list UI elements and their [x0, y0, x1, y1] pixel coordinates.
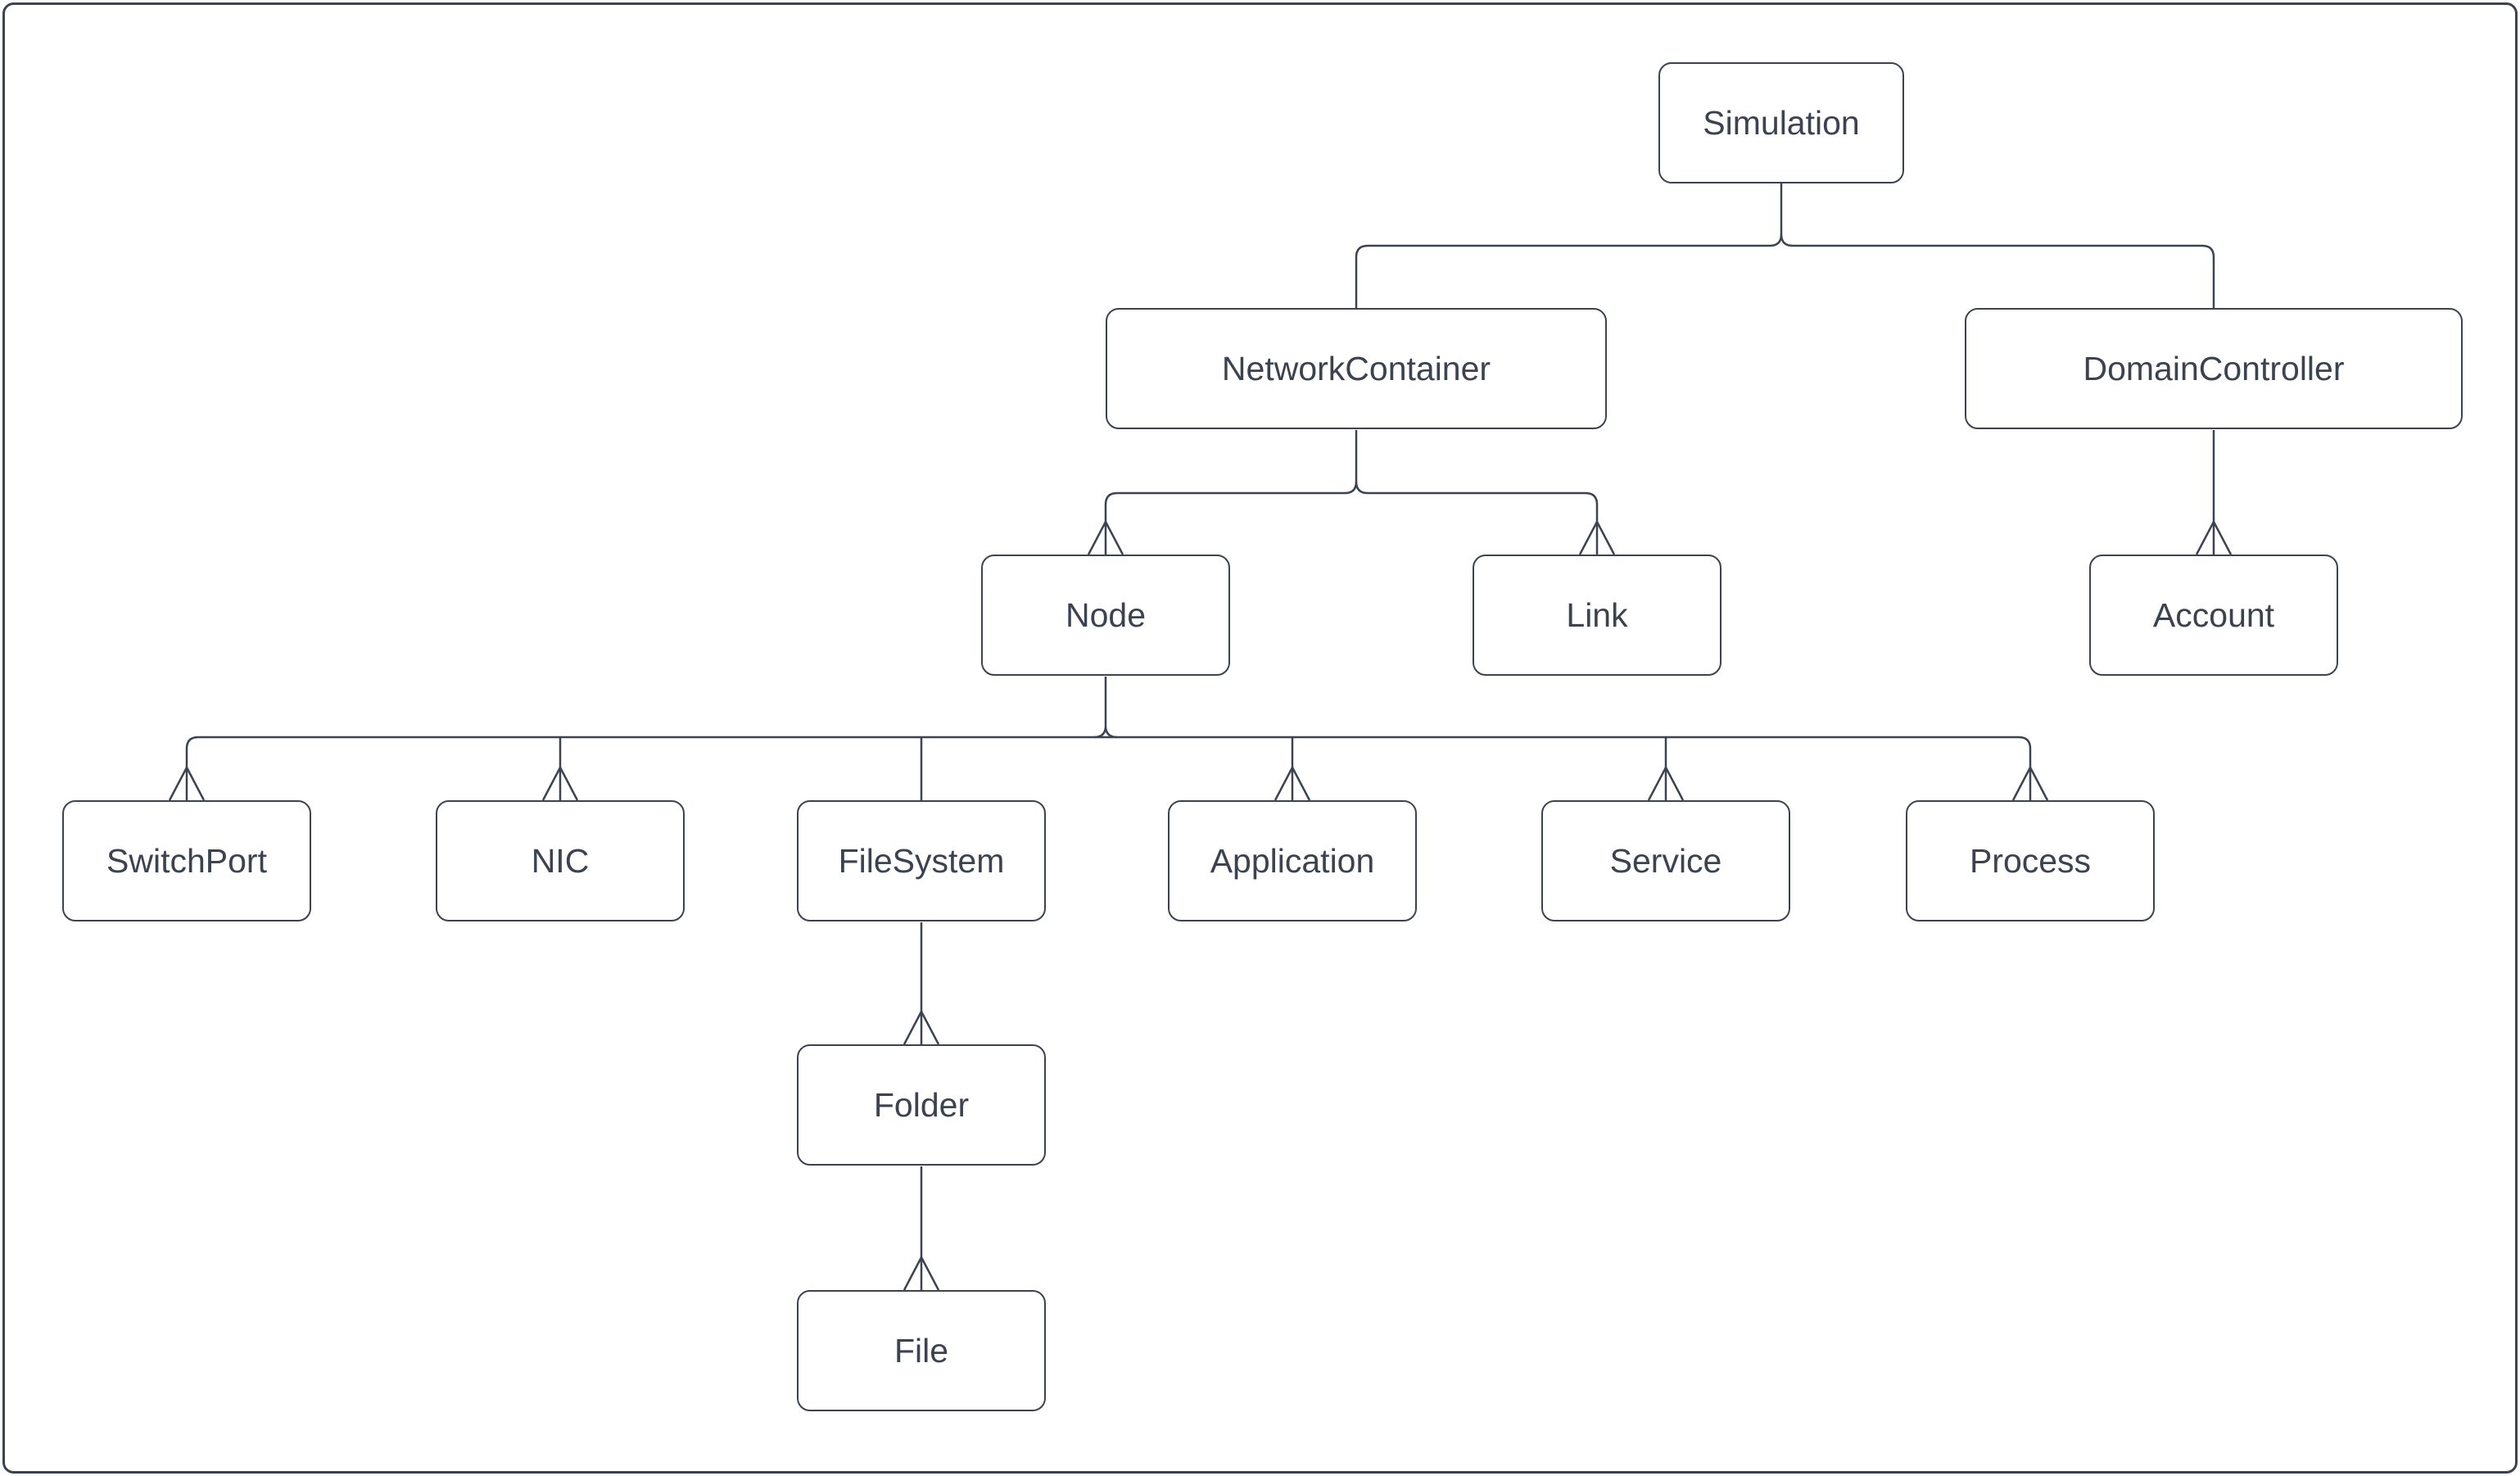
node-nic-label: NIC — [531, 841, 590, 880]
node-simulation[interactable]: Simulation — [1658, 62, 1904, 183]
node-networkcontainer-label: NetworkContainer — [1221, 349, 1491, 387]
open-arrowhead-account — [2195, 519, 2233, 555]
node-link[interactable]: Link — [1473, 555, 1721, 676]
connector-node-children-bus — [185, 736, 2032, 801]
node-service-label: Service — [1609, 841, 1722, 880]
open-arrowhead-process — [2011, 765, 2049, 801]
open-arrowhead-link — [1578, 519, 1616, 555]
open-arrowhead-application — [1274, 765, 1311, 801]
open-arrowhead-nic — [541, 765, 579, 801]
node-application[interactable]: Application — [1168, 800, 1417, 921]
node-application-label: Application — [1210, 841, 1375, 880]
connector-networkcontainer-link — [1355, 481, 1599, 555]
connector-networkcontainer-node — [1104, 430, 1358, 555]
node-networkcontainer[interactable]: NetworkContainer — [1106, 308, 1607, 429]
node-account-label: Account — [2152, 595, 2275, 634]
node-process-label: Process — [1969, 841, 2092, 880]
node-domaincontroller[interactable]: DomainController — [1965, 308, 2463, 429]
node-simulation-label: Simulation — [1703, 103, 1860, 142]
node-switchport[interactable]: SwitchPort — [62, 800, 311, 921]
node-process[interactable]: Process — [1906, 800, 2155, 921]
node-switchport-label: SwitchPort — [106, 841, 267, 880]
node-filesystem[interactable]: FileSystem — [797, 800, 1046, 921]
node-nic[interactable]: NIC — [436, 800, 685, 921]
node-folder[interactable]: Folder — [797, 1044, 1046, 1166]
open-arrowhead-file — [903, 1255, 940, 1291]
node-file[interactable]: File — [797, 1290, 1046, 1411]
node-node[interactable]: Node — [981, 555, 1230, 676]
node-domaincontroller-label: DomainController — [2083, 349, 2345, 387]
open-arrowhead-service — [1647, 765, 1685, 801]
node-link-label: Link — [1566, 595, 1628, 634]
open-arrowhead-folder — [903, 1009, 940, 1045]
connector-simulation-networkcontainer — [1355, 183, 1783, 309]
connector-simulation-domaincontroller — [1780, 233, 2215, 309]
node-service[interactable]: Service — [1541, 800, 1790, 921]
node-folder-label: Folder — [873, 1085, 970, 1124]
open-arrowhead-switchport — [168, 765, 206, 801]
node-account[interactable]: Account — [2089, 555, 2338, 676]
node-file-label: File — [894, 1331, 949, 1370]
open-arrowhead-node — [1087, 519, 1124, 555]
node-node-label: Node — [1065, 595, 1146, 634]
connector-node-feed — [1093, 677, 1118, 739]
node-filesystem-label: FileSystem — [838, 841, 1005, 880]
